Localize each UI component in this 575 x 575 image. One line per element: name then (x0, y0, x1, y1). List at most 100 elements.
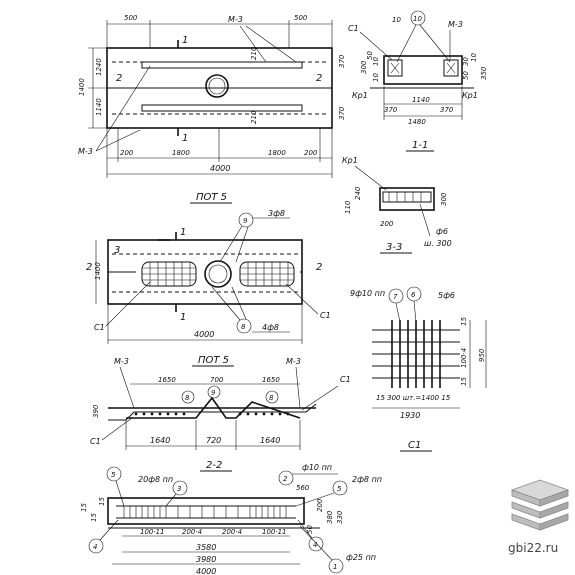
section-1-1-dim-left-b: 10 (372, 73, 380, 82)
stacked-slabs-icon (510, 479, 570, 531)
plan-reinforcement-view: 3 1 1 9 3ф8 1400 2 2 С1 С1 8 4ф8 4000 (86, 209, 331, 344)
section-2-2-mid-dim-0: 100·11 (140, 528, 165, 536)
section-1-1-dim-mid-a: 300 (360, 60, 368, 74)
pot-title-2: ПОТ 5 (198, 355, 229, 366)
watermark-logo: gbi22.ru (508, 479, 570, 555)
watermark-text: gbi22.ru (508, 541, 558, 555)
section-1-1-dim-right-c: 10 (470, 53, 478, 62)
section-2-2-mid-dim-2: 200·4 (222, 528, 242, 536)
elevation-dim-top-2: 1650 (262, 376, 280, 384)
plan-top-side-mark-right: 2 (316, 73, 322, 84)
plan-top-dim-top-right: 500 (294, 14, 308, 22)
section-3-3-label: Кр1 (342, 156, 358, 165)
plan-top-dim-total: 4000 (210, 164, 230, 173)
elevation-mark-8-a: 8 (185, 394, 190, 402)
plan-reinf-side-right: 2 (316, 262, 322, 273)
elevation-dim-bot-1: 720 (206, 436, 221, 445)
section-2-2-stirrups (123, 506, 287, 518)
plan-top-dim-height: 1400 (78, 78, 86, 96)
c1-mark-6: 6 (411, 291, 416, 299)
opening-circle (205, 74, 229, 98)
plan-top-dim-bottom-3: 200 (304, 149, 318, 157)
section-2-2-total-inner: 3580 (196, 543, 216, 552)
section-3-3-dim-b: 240 (354, 186, 362, 200)
elevation-view: М-3 М-3 1650 700 1650 9 8 8 С1 С1 390 16… (90, 357, 351, 450)
section-1-1-mark-m3: М-3 (448, 20, 463, 29)
reinf-opening (204, 260, 232, 288)
section-2-2-title: 2-2 (206, 460, 222, 471)
plan-reinf-side-left: 2 (86, 262, 92, 273)
section-2-2-dim-right-2: 330 (336, 510, 344, 524)
plan-reinf-c1-left: С1 (94, 323, 105, 332)
section-3-3-dim-a: 110 (344, 200, 352, 214)
elevation-c1-left: С1 (90, 437, 101, 446)
plan-top-dim-bottom-2: 1800 (268, 149, 286, 157)
section-2-2-left-dim-0: 15 (80, 503, 88, 512)
section-2-2-dim-right-0: 560 (296, 484, 310, 492)
plan-top-dim-left-lower: 1140 (95, 98, 103, 116)
c1-rebar-a: 9ф10 пп (350, 289, 385, 298)
section-1-1-lower-right: Кр1 (462, 91, 478, 100)
plan-top-m3-mark: М-3 (228, 15, 243, 24)
section-2-2-rebar-top: 20ф8 пп (138, 475, 173, 484)
plan-reinf-rebar-4: 4ф8 (262, 323, 279, 332)
c1-mesh-detail: 9ф10 пп 7 6 5ф6 15 100·4 15 950 15 300 ш… (350, 286, 487, 452)
section-2-2-mark-5-b: 5 (337, 485, 342, 493)
section-2-2-mark-1: 1 (333, 563, 337, 571)
plan-reinf-rebar-3: 3ф8 (268, 209, 285, 218)
c1-spacing: 100·4 (460, 348, 468, 368)
elevation-dim-bot-2: 1640 (260, 436, 280, 445)
section-1-1-dim-bot-0: 370 (384, 106, 398, 114)
section-2-2-dim-right-4: 50 (306, 525, 314, 534)
plan-reinf-mark-top: 3 (114, 245, 120, 256)
section-3-3-dim-d: 200 (380, 220, 394, 228)
c1-width: 1930 (400, 411, 420, 420)
plan-reinf-mark-9: 9 (243, 217, 248, 225)
elevation-mark-9: 9 (211, 389, 216, 397)
section-2-2-left-dim-2: 15 (98, 497, 106, 506)
plan-reinf-height: 1400 (94, 262, 102, 280)
plan-top-side-mark-left: 2 (116, 73, 122, 84)
section-2-2-outline (107, 497, 305, 525)
section-1-1-lower-left: Кр1 (352, 91, 368, 100)
c1-bottom-spacing: 15 300 шт.=1400 15 (376, 394, 451, 402)
plan-reinf-c1-right: С1 (320, 311, 331, 320)
elevation-dim-bot-0: 1640 (150, 436, 170, 445)
elevation-dim-top-0: 1650 (158, 376, 176, 384)
section-2-2-mark-4-b: 4 (313, 541, 317, 549)
plan-top-dim-right-upper: 370 (338, 54, 346, 68)
pot-title-1: ПОТ 5 (196, 192, 227, 203)
plan-reinf-total: 4000 (194, 330, 214, 339)
section-1-1-dim-right-a: 30 (462, 57, 470, 66)
c1-mark-7: 7 (393, 293, 398, 301)
c1-rebar-b: 5ф6 (438, 291, 455, 300)
section-1-1-dim-right-d: 350 (480, 66, 488, 80)
section-1-1-dim-total: 1480 (408, 118, 426, 126)
plan-top-dim-left-upper: 1240 (95, 58, 103, 76)
elevation-left-dim: 390 (92, 404, 100, 418)
c1-side-dim-bot: 15 (460, 377, 468, 386)
section-2-2-mark-3: 3 (177, 485, 181, 493)
plan-top-dim-right-lower: 370 (338, 106, 346, 120)
plan-reinf-section-top: 1 (180, 227, 186, 238)
elevation-c1-right: С1 (340, 375, 351, 384)
section-1-1-mark-10-small: 10 (392, 16, 401, 24)
section-2-2-rebar-1: ф25 пп (346, 553, 376, 562)
plan-top-dim-bottom-0: 200 (120, 149, 134, 157)
plan-top-section-mark-top: 1 (182, 35, 188, 46)
section-1-1-outline (383, 55, 463, 85)
section-2-2-mid-dim-3: 100·11 (262, 528, 287, 536)
section-3-3: Кр1 110 240 300 200 3-3 ф6 ш. 300 (342, 156, 452, 254)
section-1-1: С1 10 10 М-3 10 10 300 50 30 50 10 350 К… (348, 10, 488, 152)
section-3-3-dim-c: 300 (440, 192, 448, 206)
section-2-2-rebar-2f8: 2ф8 пп (352, 475, 382, 484)
section-2-2-dim-right-3: 200 (316, 498, 324, 512)
elevation-bent-bar (126, 396, 301, 419)
section-3-3-note-2: ш. 300 (424, 239, 452, 248)
plan-top-view: 1 1 2 2 500 500 М-3 1400 1240 1140 370 3… (78, 14, 346, 178)
c1-height: 950 (478, 348, 486, 362)
plan-top-dim-inner-upper: 210 (250, 46, 258, 60)
section-2-2-rebar-10: ф10 пп (302, 463, 332, 472)
section-2-2: 2-2 5 20ф8 пп 3 2 ф10 пп 5 (80, 460, 382, 575)
